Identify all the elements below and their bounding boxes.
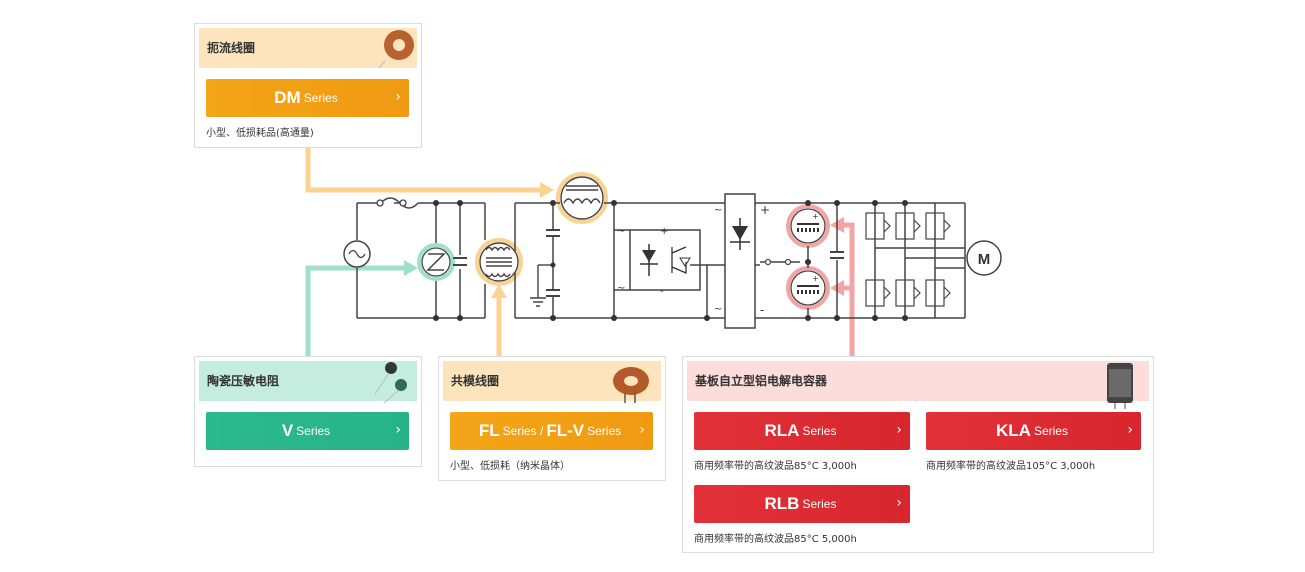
plus-label-module: + (660, 226, 668, 237)
arrowheads (404, 182, 844, 298)
ring-varistor (417, 243, 455, 281)
chevron-right-icon: › (896, 495, 902, 511)
plus-label-cap-upper: + (812, 212, 819, 221)
rla-series-sub: Series (802, 424, 837, 438)
toroid-coil-thumbnail-icon (379, 30, 414, 69)
rla-series-button[interactable]: RLA Series › (694, 412, 910, 450)
v-series-button[interactable]: V Series › (206, 412, 409, 450)
choke-coil-description: 小型、低损耗品(高通量) (206, 128, 314, 139)
v-series-sub: Series (296, 424, 331, 438)
motor-icon (966, 240, 1002, 276)
rlb-description: 商用频率带的高纹波品85°C 5,000h (694, 534, 857, 545)
chevron-right-icon: › (1127, 422, 1133, 438)
fl-v-series-label: FL-V (546, 421, 585, 440)
ac-label-rectifier-upper: ~ (714, 205, 722, 216)
dm-series-label: DM (274, 88, 301, 107)
common-mode-coil-description: 小型、低损耗（纳米晶体） (450, 461, 570, 472)
minus-label-rectifier: - (760, 303, 764, 317)
varistor-symbol-icon (421, 247, 451, 277)
ac-label-rectifier-lower: ~ (714, 304, 722, 315)
arrow-choke (305, 147, 545, 193)
kla-series-label: KLA (996, 421, 1031, 440)
common-mode-coil-icon (479, 242, 519, 282)
rla-description: 商用频率带的高纹波品85°C 3,000h (694, 461, 857, 472)
chevron-right-icon: › (639, 422, 645, 438)
common-mode-coil-thumbnail-icon (613, 367, 649, 403)
minus-label-module: - (660, 286, 664, 297)
varistor-thumbnail-icon (375, 362, 407, 403)
plus-label-cap-lower: + (812, 274, 819, 283)
electrolytic-capacitor-upper-icon (790, 208, 826, 244)
ring-choke (556, 172, 608, 224)
rlb-series-label: RLB (764, 494, 800, 513)
varistor-card-title: 陶瓷压敏电阻 (199, 361, 417, 401)
ring-common-mode (475, 238, 523, 286)
ac-label-lower: ~ (617, 283, 625, 294)
dm-series-sub: Series (303, 91, 338, 105)
plus-label-rectifier: + (760, 203, 770, 217)
chevron-right-icon: › (896, 422, 902, 438)
ac-label-upper: ~ (617, 226, 625, 237)
dm-series-button[interactable]: DM Series › (206, 79, 409, 117)
chevron-right-icon: › (395, 89, 401, 105)
capacitor-card-title: 基板自立型铝电解电容器 (687, 361, 1149, 401)
fl-series-label: FL (478, 421, 500, 440)
chevron-right-icon: › (395, 422, 401, 438)
electrolytic-capacitor-thumbnail-icon (1107, 363, 1133, 409)
varistor-card: 陶瓷压敏电阻 V Series › (194, 356, 422, 467)
rlb-series-button[interactable]: RLB Series › (694, 485, 910, 523)
inverter-igbt-icons (865, 212, 951, 307)
rlb-series-sub: Series (802, 497, 837, 511)
fl-fl-v-series-button[interactable]: FL Series / FL-V Series › (450, 412, 653, 450)
fl-v-series-sub: Series (587, 424, 622, 438)
capacitor-card: 基板自立型铝电解电容器 RLA Series › 商用频率带的高纹波品85°C … (682, 356, 1154, 553)
choke-coil-icon (560, 176, 604, 220)
motor-label: M (978, 251, 991, 268)
kla-series-button[interactable]: KLA Series › (926, 412, 1141, 450)
kla-description: 商用频率带的高纹波品105°C 3,000h (926, 461, 1096, 472)
choke-coil-card-title: 扼流线圈 (199, 28, 417, 68)
fl-series-sub: Series / (502, 424, 544, 438)
choke-coil-card: 扼流线圈 DM Series › 小型、低损耗品(高通量) (194, 23, 422, 148)
common-mode-coil-card: 共模线圈 FL Series / FL-V Series › 小型、低损耗（纳米… (438, 356, 666, 481)
arrow-varistor (305, 265, 409, 358)
rla-series-label: RLA (764, 421, 800, 440)
junction-dots (433, 200, 908, 321)
electrolytic-capacitor-lower-icon (790, 270, 826, 306)
v-series-label: V (281, 421, 294, 440)
kla-series-sub: Series (1033, 424, 1068, 438)
rectifier-module (724, 193, 756, 329)
